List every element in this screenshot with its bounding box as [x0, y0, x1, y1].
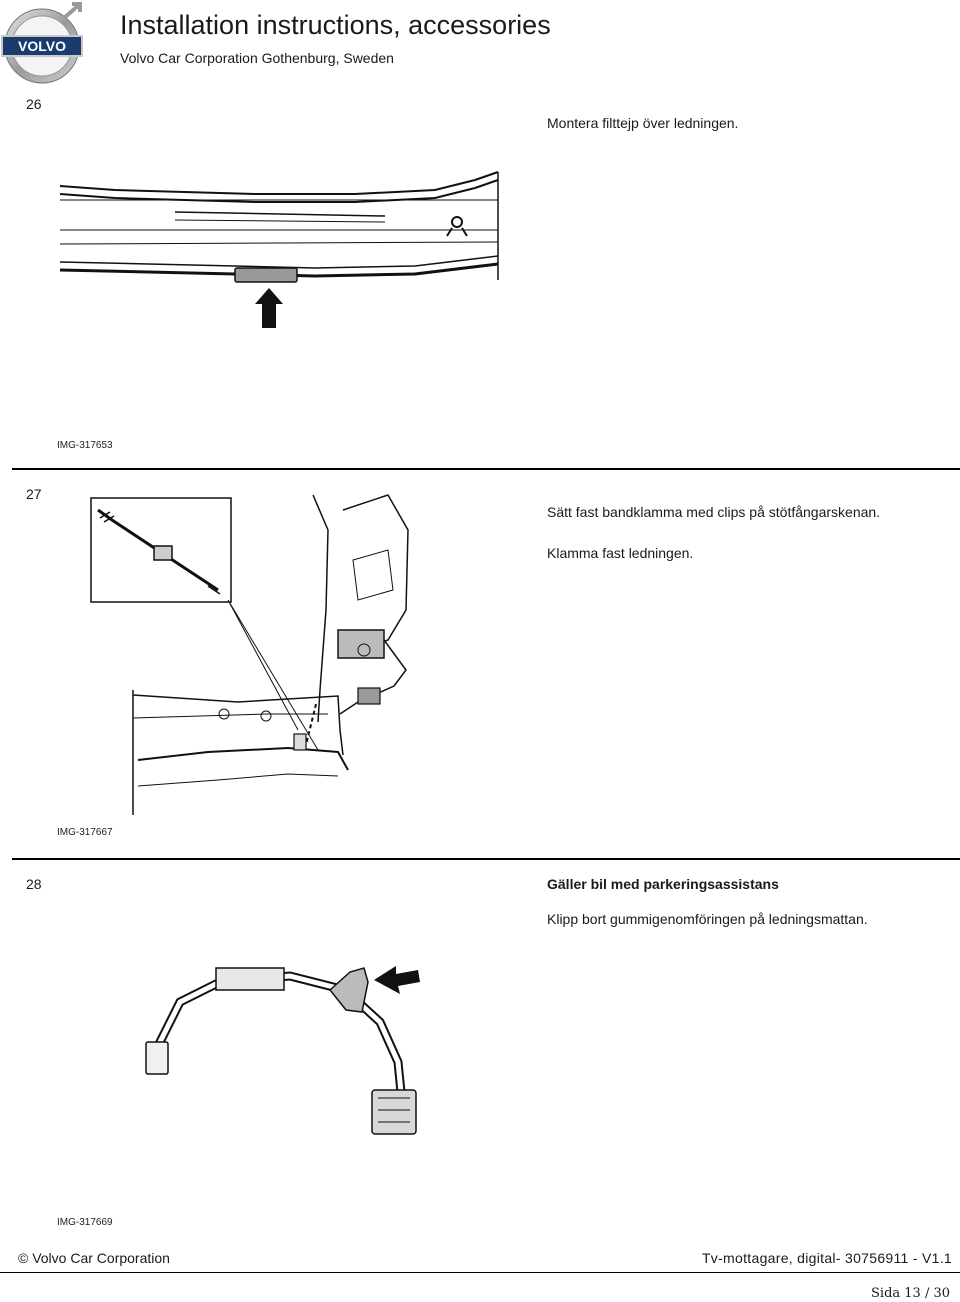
step-instruction: Montera filttejp över ledningen.: [547, 115, 739, 131]
volvo-logo: VOLVO: [0, 0, 88, 90]
step-instruction: Klamma fast ledningen.: [547, 545, 694, 561]
illustration-filter-tape: [59, 171, 499, 328]
document-title: Installation instructions, accessories: [120, 10, 551, 40]
step-number: 26: [26, 96, 42, 112]
page-number: Sida 13 / 30: [871, 1286, 950, 1301]
footer-copyright: © Volvo Car Corporation: [18, 1250, 170, 1266]
step-number: 28: [26, 876, 42, 892]
illustration-cable-tie-clip: [90, 494, 409, 815]
illustration-wiring-harness: [145, 966, 420, 1135]
step-instruction: Sätt fast bandklamma med clips på stötfå…: [547, 504, 881, 520]
footer-document-reference: Tv-mottagare, digital- 30756911 - V1.1: [701, 1250, 952, 1266]
step-heading: Gäller bil med parkeringsassistans: [547, 876, 779, 892]
step-number: 27: [26, 486, 42, 502]
step-instruction: Klipp bort gummigenomföringen på ledning…: [547, 911, 868, 927]
image-reference: IMG-317653: [57, 440, 113, 451]
logo-wordmark: VOLVO: [18, 38, 66, 54]
document-subtitle: Volvo Car Corporation Gothenburg, Sweden: [120, 50, 394, 66]
step-divider: [12, 468, 960, 470]
step-divider: [12, 858, 960, 860]
image-reference: IMG-317669: [57, 1217, 113, 1228]
image-reference: IMG-317667: [57, 827, 113, 838]
footer-divider: [0, 1272, 960, 1273]
